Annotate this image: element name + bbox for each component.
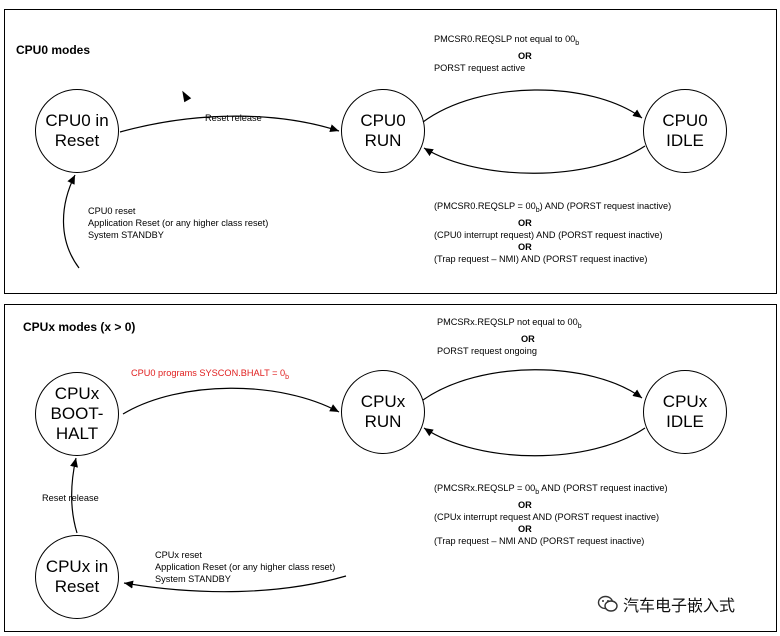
cpu0-panel-title: CPU0 modes	[16, 43, 91, 57]
cpux-boothalt-release-label: CPU0 programs SYSCON.BHALT = 0b	[131, 368, 290, 381]
cpux-reset-release-label: Reset release	[42, 493, 99, 503]
cpux-panel-title: CPUx modes (x > 0)	[23, 320, 136, 334]
wechat-icon	[597, 595, 618, 612]
cpu0-idle-to-run-condition: (PMCSR0.REQSLP = 00b) AND (PORST request…	[434, 201, 672, 264]
watermark-text: 汽车电子嵌入式	[623, 596, 736, 615]
cpu0-reset-release-label: Reset release	[205, 113, 262, 123]
cpux-idle-to-run-condition: (PMCSRx.REQSLP = 00b AND (PORST request …	[434, 483, 668, 546]
watermark: 汽车电子嵌入式	[597, 592, 735, 616]
cpux-run-to-idle-condition: PMCSRx.REQSLP not equal to 00b OR PORST …	[437, 317, 582, 356]
cpu0-run-to-idle-condition: PMCSR0.REQSLP not equal to 00b OR PORST …	[434, 34, 580, 73]
cpu0-reset-sources: CPU0 reset Application Reset (or any hig…	[88, 206, 269, 240]
cpux-modes-panel	[4, 304, 777, 632]
cpux-reset-sources: CPUx reset Application Reset (or any hig…	[155, 550, 336, 584]
